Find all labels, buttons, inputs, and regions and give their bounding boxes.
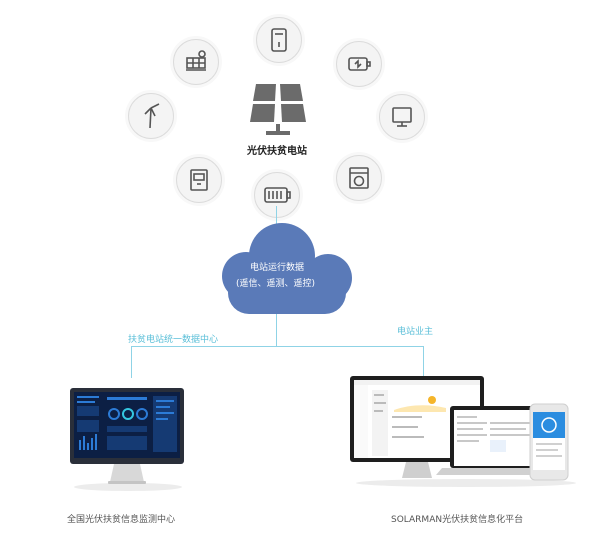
meter-icon bbox=[176, 157, 222, 203]
wind-turbine-icon bbox=[128, 93, 174, 139]
washing-machine-icon bbox=[336, 155, 382, 201]
cloud-label-line1: 电站运行数据 bbox=[250, 263, 305, 273]
right-caption: SOLARMAN光伏扶贫信息化平台 bbox=[391, 515, 524, 525]
battery-pack-icon bbox=[254, 172, 300, 218]
connector-right-down bbox=[423, 346, 424, 378]
right-branch-label: 电站业主 bbox=[397, 327, 434, 337]
solarman-platform-devices bbox=[350, 376, 576, 488]
connector-horizontal bbox=[131, 346, 423, 347]
connector-top bbox=[276, 206, 277, 232]
monitoring-center-monitor bbox=[70, 388, 184, 492]
cloud-label-line2: (遥信、遥测、遥控) bbox=[236, 279, 316, 289]
left-caption: 全国光伏扶贫信息监测中心 bbox=[67, 515, 176, 525]
left-branch-label: 扶贫电站统一数据中心 bbox=[128, 335, 219, 345]
inverter-icon bbox=[256, 17, 302, 63]
data-cloud bbox=[200, 220, 370, 316]
connector-cloud-down bbox=[276, 314, 277, 347]
connector-left-down bbox=[131, 346, 132, 378]
battery-icon bbox=[336, 41, 382, 87]
center-label: 光伏扶贫电站 bbox=[247, 146, 307, 157]
central-solar-panel-icon bbox=[246, 80, 310, 140]
solar-panel-icon bbox=[173, 39, 219, 85]
monitor-icon bbox=[379, 94, 425, 140]
